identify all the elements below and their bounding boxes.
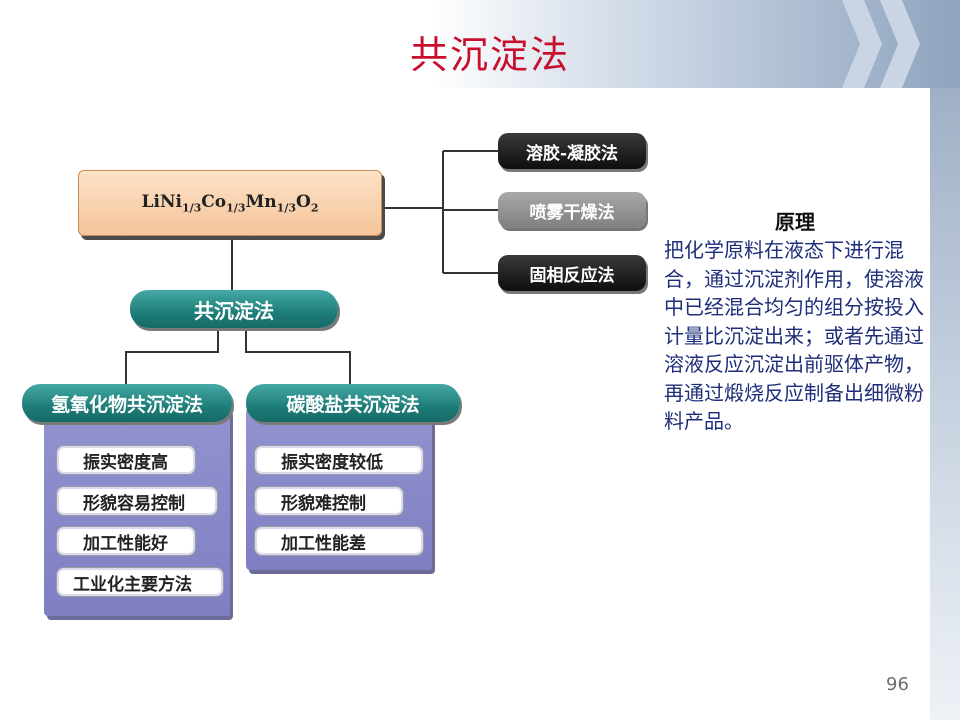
- carbonate-item: 振实密度较低: [254, 445, 424, 475]
- hydroxide-item: 工业化主要方法: [56, 567, 224, 597]
- item-label: 振实密度较低: [281, 452, 383, 473]
- coprecipitation-label: 共沉淀法: [194, 298, 274, 323]
- item-label: 加工性能好: [83, 533, 168, 554]
- method-label: 固相反应法: [529, 265, 615, 286]
- method-solid-state: 固相反应法: [498, 255, 646, 291]
- carbonate-item: 加工性能差: [254, 526, 424, 556]
- item-label: 振实密度高: [83, 452, 168, 473]
- coprecipitation-node: 共沉淀法: [130, 290, 338, 328]
- method-label: 溶胶-凝胶法: [525, 143, 619, 164]
- hydroxide-item: 加工性能好: [56, 526, 196, 556]
- page-number: 96: [886, 674, 909, 695]
- carbonate-item: 形貌难控制: [254, 486, 404, 516]
- formula-text: LiNi1/3Co1/3Mn1/3O2: [141, 191, 319, 215]
- formula-box: LiNi1/3Co1/3Mn1/3O2: [78, 170, 382, 236]
- item-label: 工业化主要方法: [73, 574, 192, 595]
- principle-text: 把化学原料在液态下进行混合，通过沉淀剂作用，使溶液中已经混合均匀的组分按投入计量…: [664, 238, 924, 433]
- item-label: 形貌容易控制: [83, 493, 185, 514]
- method-label: 喷雾干燥法: [529, 202, 615, 223]
- right-decor-strip: [930, 88, 960, 720]
- hydroxide-item: 形貌容易控制: [56, 486, 218, 516]
- method-sol-gel: 溶胶-凝胶法: [498, 133, 646, 169]
- hydroxide-title: 氢氧化物共沉淀法: [50, 393, 203, 416]
- principle-title: 原理: [775, 210, 815, 234]
- hydroxide-item: 振实密度高: [56, 445, 196, 475]
- connector-center-to-hydroxide: [125, 328, 219, 384]
- item-label: 加工性能差: [281, 533, 366, 554]
- hydroxide-node: 氢氧化物共沉淀法: [22, 384, 232, 422]
- connector-center-to-carbonate: [245, 328, 351, 384]
- item-label: 形貌难控制: [281, 493, 366, 514]
- method-spray-drying: 喷雾干燥法: [498, 192, 646, 228]
- slide-title: 共沉淀法: [409, 33, 570, 77]
- carbonate-node: 碳酸盐共沉淀法: [246, 384, 460, 422]
- carbonate-title: 碳酸盐共沉淀法: [286, 393, 420, 416]
